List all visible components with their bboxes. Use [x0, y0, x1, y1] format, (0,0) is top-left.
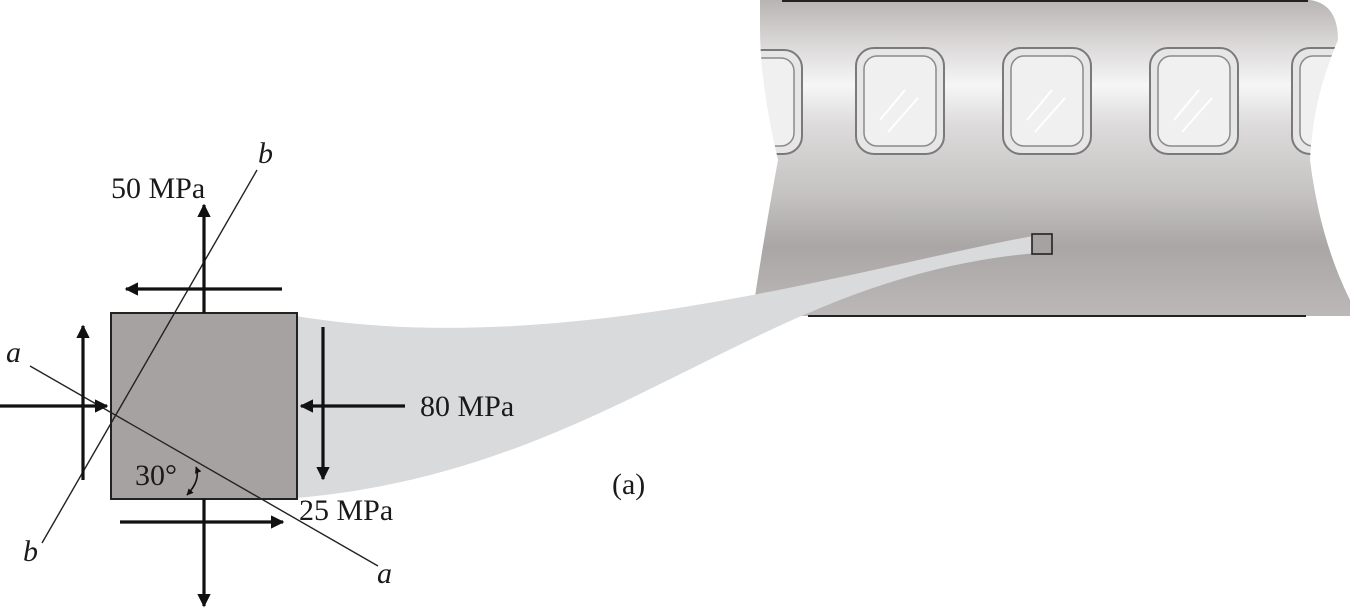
- window: [1002, 47, 1092, 155]
- axis-b-line: [41, 169, 258, 544]
- sigma-x-label: 80 MPa: [420, 390, 514, 423]
- angle-arc: [186, 466, 202, 496]
- tau-label: 25 MPa: [299, 494, 393, 527]
- axis-b-bottom-label: b: [23, 535, 38, 568]
- callout-wedge: [296, 236, 1051, 498]
- window: [855, 47, 945, 155]
- axis-a-line: [29, 365, 379, 567]
- axis-b-top-label: b: [258, 137, 273, 170]
- angle-label: 30°: [135, 459, 177, 492]
- window: [1291, 47, 1350, 155]
- axis-a-bottom-label: a: [377, 557, 392, 590]
- window: [752, 49, 803, 155]
- fuselage-section: [752, 0, 1350, 317]
- axis-a-top-label: a: [6, 336, 21, 369]
- sigma-y-label: 50 MPa: [111, 172, 205, 205]
- sample-point-marker: [1031, 233, 1053, 255]
- window: [1149, 47, 1239, 155]
- stress-element: [110, 312, 298, 500]
- part-label: (a): [612, 468, 645, 501]
